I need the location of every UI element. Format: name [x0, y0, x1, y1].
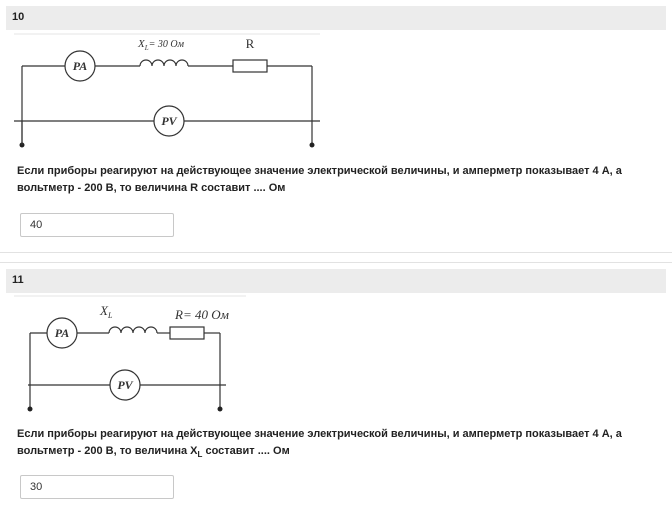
answer-input[interactable] — [20, 213, 174, 237]
question-header: 10 — [6, 6, 666, 30]
voltmeter-symbol — [153, 105, 185, 137]
question-text: Если приборы реагируют на действующее зн… — [17, 165, 622, 194]
ammeter-label: PA — [73, 59, 87, 73]
resistor-symbol — [232, 59, 268, 73]
resistor-symbol — [169, 326, 205, 340]
question-text-end: составит .... Ом — [202, 445, 290, 457]
question-header: 11 — [6, 269, 666, 293]
ammeter-label: PA — [55, 326, 69, 340]
question-10: 10 PA XL= 30 Ом R PV — [0, 0, 672, 253]
inductor-symbol — [108, 326, 158, 334]
question-11: 11 PA XL R= 40 Ом PV Если приборы реагир… — [0, 262, 672, 513]
resistor-label: R — [246, 36, 255, 51]
inductor-label: XL — [99, 303, 113, 320]
circuit-diagram: PA XL= 30 Ом R PV — [14, 33, 320, 148]
voltmeter-label: PV — [117, 378, 133, 392]
voltmeter-symbol — [109, 369, 141, 401]
voltmeter-label: PV — [161, 114, 177, 128]
question-text-main: Если приборы реагируют на действующее зн… — [17, 428, 622, 457]
question-number: 10 — [12, 11, 25, 23]
question-text-subscript: L — [197, 450, 203, 460]
resistor-label: R= 40 Ом — [174, 307, 229, 322]
circuit-diagram: PA XL R= 40 Ом PV — [14, 295, 246, 412]
question-text: Если приборы реагируют на действующее зн… — [17, 426, 657, 463]
inductor-symbol — [139, 59, 189, 67]
inductor-label: XL= 30 Ом — [137, 38, 185, 52]
answer-input[interactable] — [20, 475, 174, 499]
question-number: 11 — [12, 274, 24, 286]
